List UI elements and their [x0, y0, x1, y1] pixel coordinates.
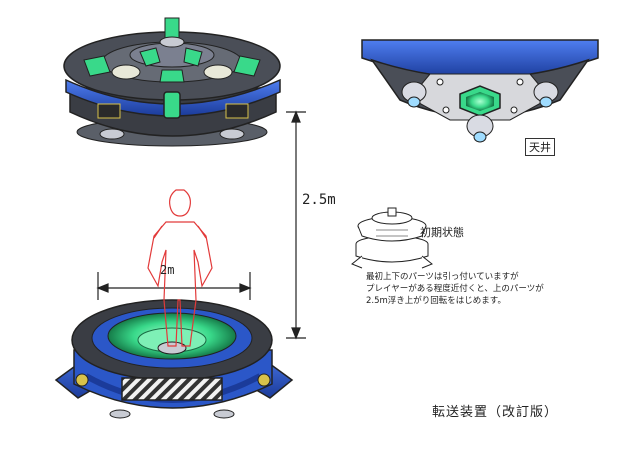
description-line: 2.5m浮き上がり回転をはじめます。: [366, 296, 506, 306]
initial-state-sketch: [351, 207, 433, 269]
ceiling-label: 天井: [525, 138, 555, 156]
sheet-title: 転送装置（改訂版）: [432, 405, 559, 420]
upper-part-view: [63, 17, 281, 147]
description-line: 最初上下のパーツは引っ付いていますが: [366, 272, 519, 282]
base-unit-view: [54, 299, 294, 419]
width-dimension: [96, 272, 252, 300]
ceiling-view: [361, 39, 599, 143]
description-line: プレイヤーがある程度近付くと、上のパーツが: [366, 284, 544, 294]
height-dimension-label: 2.5m: [302, 192, 336, 208]
description-note: 最初上下のパーツは引っ付いていますが プレイヤーがある程度近付くと、上のパーツが…: [366, 271, 586, 307]
height-dimension: [286, 110, 306, 340]
initial-state-label: 初期状態: [420, 226, 464, 239]
scale-figure-outline: [147, 189, 213, 347]
width-dimension-label: 2m: [160, 263, 175, 277]
